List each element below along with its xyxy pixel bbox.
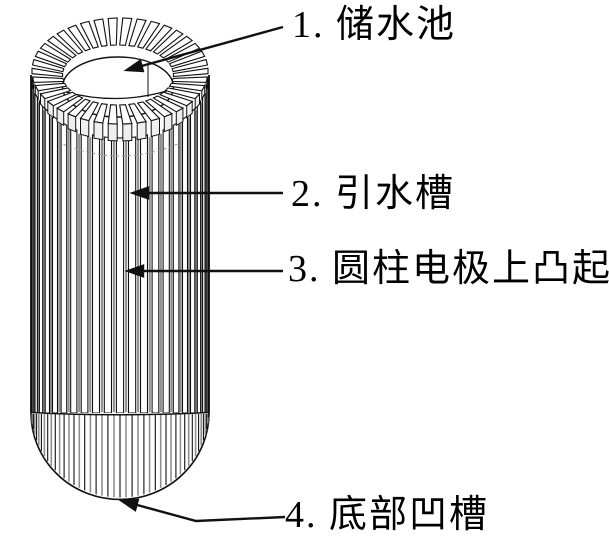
reservoir-bottom-arc [65,89,171,100]
callout-label-groove: 4. 底部凹槽 [285,494,490,537]
arrow-groove [118,498,286,523]
water-reservoir-opening [61,56,175,118]
crown-fins-back [31,17,209,78]
arrow-channel [129,186,283,200]
crown-fins-front [31,76,209,142]
bottom-groove-section [30,411,210,501]
arrow-protrusions [124,264,283,278]
callout-label-channel: 2. 引水槽 [291,173,456,216]
inner-wall-detail [57,141,183,157]
electrode-body [30,17,210,501]
arrow-reservoir [123,25,284,73]
bottom-seam-line [30,411,210,416]
callout-leader-arrows [118,25,286,523]
callout-label-reservoir: 1. 储水池 [292,4,457,47]
callout-label-protrusions: 3. 圆柱电极上凸起 [288,248,609,291]
